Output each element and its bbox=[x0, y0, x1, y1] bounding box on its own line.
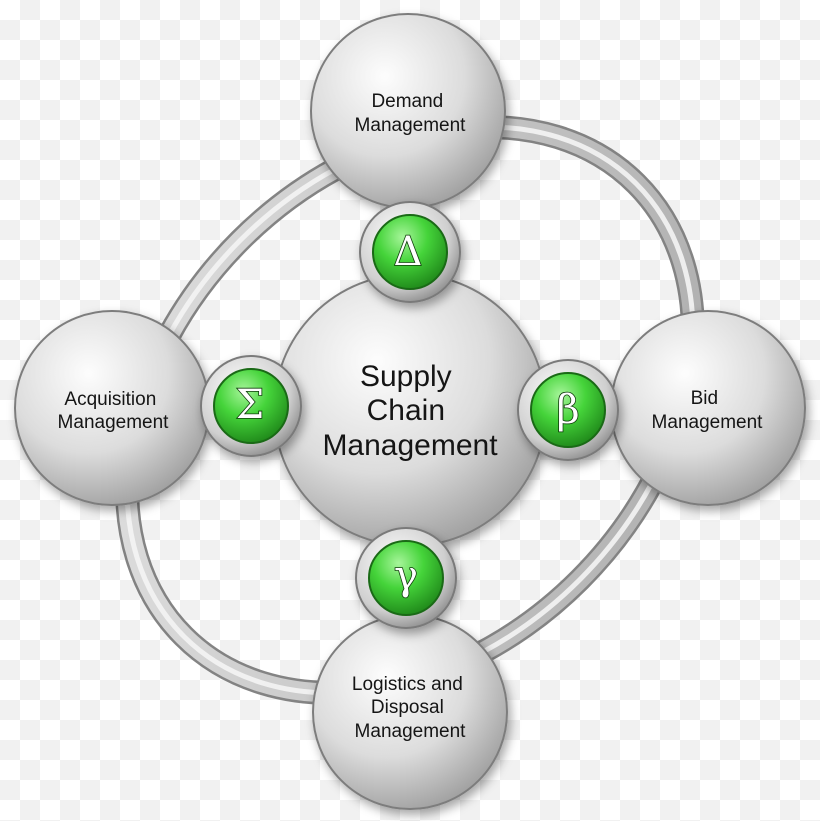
center-label-line-1: Supply bbox=[360, 360, 452, 393]
badge-beta: β bbox=[517, 359, 619, 461]
node-bid-management: Bid Management bbox=[610, 310, 806, 506]
bid-label: Bid Management bbox=[652, 388, 764, 433]
demand-label: Demand Management bbox=[355, 91, 467, 136]
node-logistics-disposal-management: Logistics and Disposal Management bbox=[312, 614, 508, 810]
node-supply-chain-management: Supply Chain Management bbox=[273, 273, 547, 547]
logistics-label: Logistics and Disposal Management bbox=[352, 674, 468, 742]
badge-gamma: γ bbox=[355, 527, 457, 629]
acquisition-label-line-2: Management bbox=[58, 412, 170, 433]
demand-label-line-1: Demand bbox=[371, 91, 443, 112]
acquisition-label: Acquisition Management bbox=[58, 389, 170, 433]
delta-icon: Δ bbox=[394, 229, 423, 275]
node-acquisition-management: Acquisition Management bbox=[14, 310, 210, 506]
center-label-line-3: Management bbox=[322, 429, 498, 462]
center-label-line-2: Chain bbox=[367, 394, 445, 427]
gamma-icon: γ bbox=[394, 553, 418, 599]
badge-sigma: Σ bbox=[200, 355, 302, 457]
acquisition-label-line-1: Acquisition bbox=[64, 389, 156, 410]
center-label: Supply Chain Management bbox=[322, 360, 498, 462]
logistics-label-line-2: Disposal bbox=[371, 697, 444, 718]
logistics-label-line-1: Logistics and bbox=[352, 674, 463, 695]
bid-label-line-2: Management bbox=[652, 412, 764, 433]
beta-icon: β bbox=[556, 387, 579, 433]
node-demand-management: Demand Management bbox=[310, 13, 506, 209]
bid-label-line-1: Bid bbox=[691, 388, 718, 409]
badge-delta: Δ bbox=[359, 201, 461, 303]
sigma-icon: Σ bbox=[236, 382, 264, 428]
connector-ring bbox=[115, 115, 705, 705]
demand-label-line-2: Management bbox=[355, 115, 467, 136]
logistics-label-line-3: Management bbox=[355, 721, 467, 742]
